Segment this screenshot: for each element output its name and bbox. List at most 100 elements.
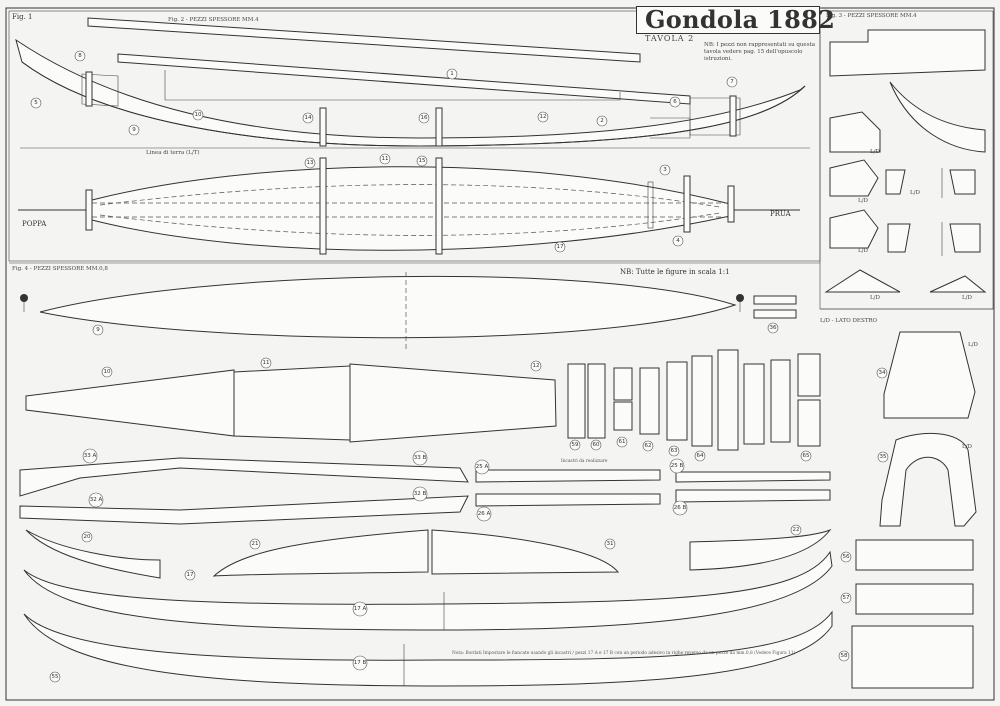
callout-circle xyxy=(554,241,566,253)
callout-number: 1 xyxy=(450,71,454,77)
right-side-label: L/D - LATO DESTRO xyxy=(820,318,878,324)
fig4-callout: 58 xyxy=(838,650,850,662)
fig4-callout: 10 xyxy=(101,366,113,378)
callout-number: 34 xyxy=(879,370,886,376)
fig4-callout: 22 xyxy=(790,524,802,536)
callout-circle xyxy=(101,366,113,378)
fig1-callout: 15 xyxy=(416,155,428,167)
fig4-callout: 9 xyxy=(92,324,104,336)
fig4-callout: 11 xyxy=(260,357,272,369)
callout-circle xyxy=(416,155,428,167)
fig4-callout: 59 xyxy=(569,439,581,451)
callout-number: 36 xyxy=(770,325,777,331)
scale-note: NB: Tutte le figure in scala 1:1 xyxy=(620,268,730,276)
fig4-callout: 26 A xyxy=(476,506,492,522)
title-box xyxy=(636,6,820,34)
fig4-callout: 33 A xyxy=(82,448,98,464)
callout-circle xyxy=(260,357,272,369)
callout-circle xyxy=(81,531,93,543)
callout-circle xyxy=(876,367,888,379)
callout-circle xyxy=(596,115,608,127)
callout-circle xyxy=(659,164,671,176)
fig4-callout: 55 xyxy=(49,671,61,683)
callout-circle xyxy=(92,324,104,336)
fig4-callout: 17 B xyxy=(352,655,368,671)
callout-circle xyxy=(642,440,654,452)
fig4-parts xyxy=(19,272,977,689)
callout-number: 58 xyxy=(841,653,848,659)
callout-number: 22 xyxy=(793,527,800,533)
callout-number: 3 xyxy=(663,167,667,173)
stern-label: POPPA xyxy=(22,220,47,228)
callout-circle xyxy=(88,492,104,508)
sheet-border xyxy=(5,7,995,701)
callout-circle xyxy=(604,538,616,550)
callout-number: 5 xyxy=(34,100,38,106)
plate-number: TAVOLA 2 xyxy=(645,34,695,43)
callout-number: 9 xyxy=(96,327,100,333)
fig1-plan-view xyxy=(18,157,800,255)
callout-number: 11 xyxy=(263,360,270,366)
fig1-callout: 4 xyxy=(672,235,684,247)
fig1-callout: 16 xyxy=(418,112,430,124)
fig1-callout: 12 xyxy=(537,111,549,123)
callout-number: 26 B xyxy=(674,505,687,511)
fig1-callout: 9 xyxy=(128,124,140,136)
callout-circle xyxy=(616,436,628,448)
fig4-callout: 61 xyxy=(616,436,628,448)
page-title: Gondola 1882 xyxy=(645,5,836,34)
callout-circle xyxy=(446,68,458,80)
callout-circle xyxy=(412,486,428,502)
callout-circle xyxy=(184,569,196,581)
callout-number: 26 A xyxy=(478,511,491,517)
callout-number: 7 xyxy=(730,79,734,85)
callout-circle xyxy=(474,459,490,475)
ld-mark-12: L/D xyxy=(910,190,921,196)
callout-circle xyxy=(840,551,852,563)
callout-circle xyxy=(672,235,684,247)
callout-number: 21 xyxy=(252,541,259,547)
ld-mark-8: L/D xyxy=(858,248,869,254)
callout-circle xyxy=(569,439,581,451)
callout-circle xyxy=(877,451,889,463)
callout-number: 33 A xyxy=(84,453,97,459)
fig1-label: Fig. 1 xyxy=(12,13,32,21)
fig1-callout: 2 xyxy=(596,115,608,127)
callout-number: 31 xyxy=(607,541,614,547)
callout-number: 59 xyxy=(572,442,579,448)
callout-number: 10 xyxy=(195,112,202,118)
callout-number: 10 xyxy=(104,369,111,375)
callout-circle xyxy=(726,76,738,88)
callout-circle xyxy=(302,112,314,124)
fig4-label: Fig. 4 - PEZZI SPESSORE MM.0,8 xyxy=(12,266,108,272)
callout-number: 9 xyxy=(132,127,136,133)
callout-number: 60 xyxy=(593,442,600,448)
waterline-label: Linea di terra (L/T) xyxy=(146,149,199,156)
callout-number: 25 A xyxy=(476,464,489,470)
fig4-callout: 65 xyxy=(800,450,812,462)
callout-circle xyxy=(672,500,688,516)
callout-circle xyxy=(668,445,680,457)
fig4-callout: 31 xyxy=(604,538,616,550)
ld-mark-19: L/D xyxy=(962,295,973,301)
fig4-callout: 60 xyxy=(590,439,602,451)
fig2-label: Fig. 2 - PEZZI SPESSORE MM.4 xyxy=(168,17,259,23)
fig4-callout: 33 B xyxy=(412,450,428,466)
callout-circle xyxy=(694,450,706,462)
fig4-callout: 20 xyxy=(81,531,93,543)
fig4-callout: 35 xyxy=(877,451,889,463)
cutouts-label: Incastri da realizzare xyxy=(561,459,608,464)
fig4-callout: 25 A xyxy=(474,459,490,475)
fig1-callout: 14 xyxy=(302,112,314,124)
callout-circle xyxy=(379,153,391,165)
callout-number: 12 xyxy=(533,363,540,369)
fig4-callout: 32 A xyxy=(88,492,104,508)
callout-number: 17 B xyxy=(354,660,367,666)
callout-number: 57 xyxy=(843,595,850,601)
fig4-callout: 63 xyxy=(668,445,680,457)
callout-number: 32 A xyxy=(90,497,103,503)
fig4-callout: 25 B xyxy=(669,458,685,474)
callout-number: 14 xyxy=(305,115,312,121)
fig4-callout: 21 xyxy=(249,538,261,550)
